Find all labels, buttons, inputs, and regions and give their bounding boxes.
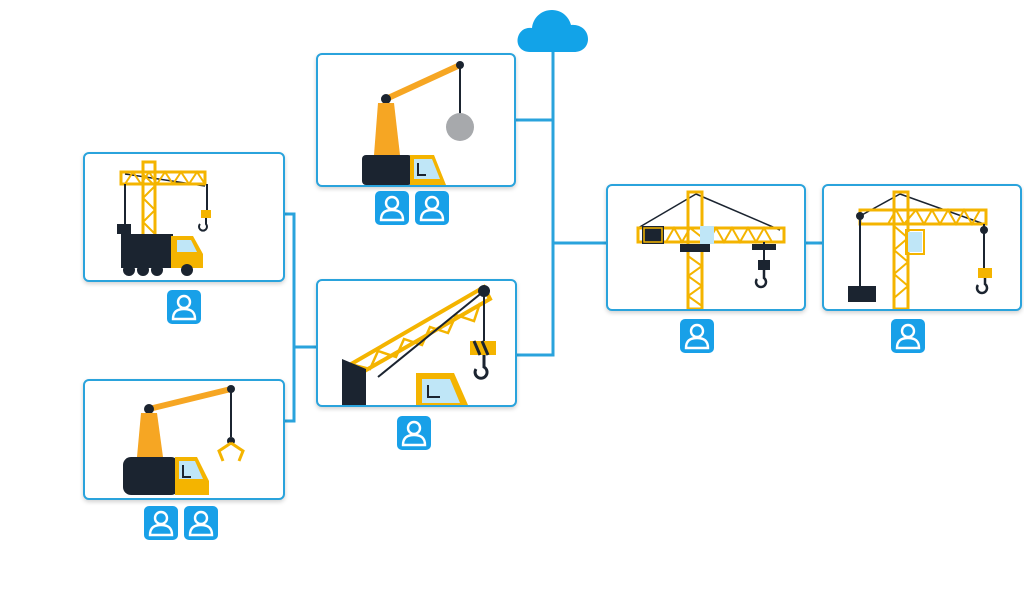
lattice-boom-crane-icon: [342, 284, 496, 405]
truck-tower-crane-icon: [117, 160, 211, 276]
wrecking-ball-crane-icon: [362, 61, 474, 185]
luffing-tower-crane-card[interactable]: [822, 184, 1022, 311]
lattice-boom-crane-card[interactable]: [316, 279, 517, 407]
left-bracket: [280, 212, 296, 423]
user-icon: [184, 506, 218, 540]
luffing-tower-crane-icon: [848, 190, 992, 309]
hammerhead-tower-crane-card[interactable]: [606, 184, 806, 311]
user-icon: [397, 416, 431, 450]
truck-tower-crane-card[interactable]: [83, 152, 285, 282]
user-icon: [375, 191, 409, 225]
user-icon: [680, 319, 714, 353]
user-icon: [144, 506, 178, 540]
user-icon: [415, 191, 449, 225]
claw-crane-icon: [123, 385, 245, 495]
wrecking-ball-crane-card[interactable]: [316, 53, 516, 187]
user-icon: [891, 319, 925, 353]
cloud-icon: [517, 10, 588, 52]
user-icon: [167, 290, 201, 324]
hammerhead-tower-crane-icon: [636, 190, 786, 309]
trunk-line: [514, 48, 555, 357]
claw-crane-card[interactable]: [83, 379, 285, 500]
